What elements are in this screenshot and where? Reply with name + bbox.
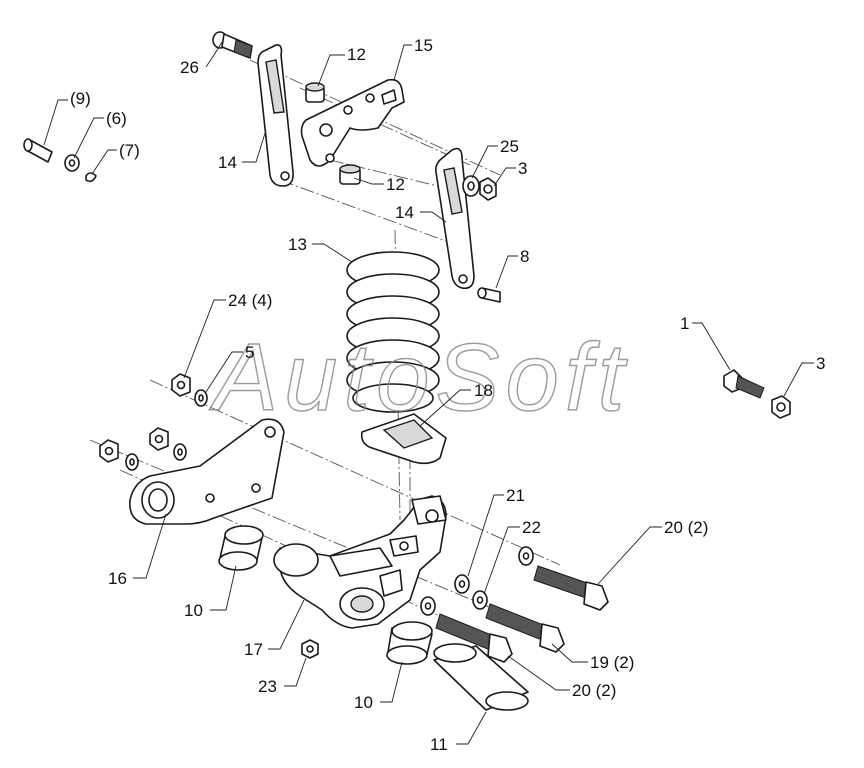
part-24-nut-lower	[99, 439, 119, 463]
part-5-washer-upper	[194, 389, 208, 407]
callout-23: 23	[258, 677, 277, 696]
callout-3-top: 3	[518, 159, 527, 178]
callout-11: 11	[430, 735, 448, 754]
callout-20-lower: 20 (2)	[572, 681, 616, 700]
callout-18: 18	[474, 381, 493, 400]
part-14-link-left	[257, 44, 294, 187]
callout-22: 22	[522, 518, 541, 537]
callout-20-upper: 20 (2)	[664, 518, 708, 537]
callout-13: 13	[288, 235, 307, 254]
part-9-pin	[23, 138, 53, 163]
part-10-bushing-left	[218, 525, 264, 571]
part-5-washer-lower	[125, 453, 139, 471]
callout-17: 17	[244, 640, 263, 659]
part-1-bolt	[723, 369, 765, 399]
part-10-bushing-right	[386, 621, 433, 665]
callout-5: 5	[245, 343, 254, 362]
callout-14-left: 14	[218, 153, 237, 172]
callout-12-upper: 12	[347, 45, 366, 64]
callout-labels: 26 12 15 (9) (6) (7) 14 12 25 3 14 13 8 …	[70, 36, 825, 754]
part-5-washer-mid	[173, 443, 187, 461]
part-12-bushing-lower	[339, 164, 361, 185]
watermark-text: AutoSoft	[209, 324, 630, 431]
part-11-sleeve	[433, 643, 529, 711]
part-16-bracket	[129, 418, 285, 525]
callout-10-left: 10	[184, 601, 203, 620]
callout-8: 8	[520, 247, 529, 266]
callout-6: (6)	[106, 109, 127, 128]
callout-1: 1	[680, 314, 689, 333]
part-24-nut-mid	[149, 427, 169, 451]
callout-14-right: 14	[395, 203, 414, 222]
part-13-spring	[346, 251, 440, 413]
part-3-nut-top	[479, 177, 497, 201]
leader-lines	[43, 41, 814, 745]
part-20-bolt-upper	[533, 565, 609, 611]
part-18-pad	[360, 413, 447, 465]
part-26-bolt	[212, 31, 253, 59]
part-washer-small	[518, 546, 534, 566]
callout-12-lower: 12	[386, 175, 405, 194]
part-23-nut	[301, 639, 319, 659]
part-19-bolt	[485, 603, 565, 653]
callout-21: 21	[506, 486, 525, 505]
part-15-plate	[300, 78, 405, 167]
part-6-washer	[64, 154, 80, 172]
part-8-pin	[477, 287, 501, 303]
callout-26: 26	[180, 58, 199, 77]
part-24-nut-upper	[171, 373, 191, 397]
callout-7: (7)	[119, 141, 140, 160]
callout-24: 24 (4)	[228, 291, 272, 310]
callout-15: 15	[414, 36, 433, 55]
callout-10-right: 10	[354, 693, 373, 712]
part-21-washer	[454, 574, 470, 594]
part-3-nut-right	[771, 395, 791, 419]
part-25-washer	[462, 175, 480, 197]
callout-3-right: 3	[816, 354, 825, 373]
callout-19: 19 (2)	[590, 653, 634, 672]
part-washer-small-b	[420, 596, 436, 616]
part-17-casting	[273, 495, 447, 629]
part-12-bushing-upper	[305, 82, 325, 103]
part-7-clip	[85, 172, 97, 183]
part-20-bolt-lower	[435, 613, 513, 663]
part-22-washer	[472, 590, 488, 610]
callout-16: 16	[108, 569, 127, 588]
callout-9: (9)	[70, 89, 91, 108]
callout-25: 25	[500, 137, 519, 156]
